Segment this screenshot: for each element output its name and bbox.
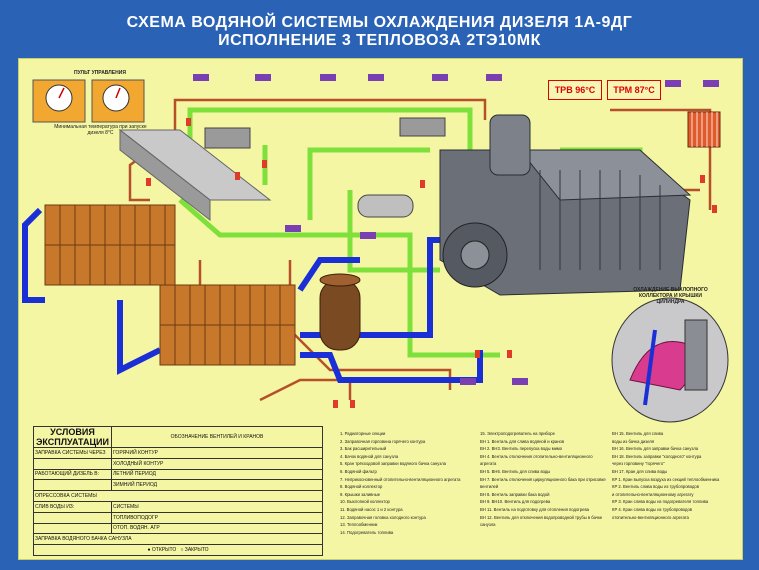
legend-item: 12. Заправочная головка холодного контур… <box>340 514 426 520</box>
legend-item: 14. Подогреватель топлива <box>340 529 394 535</box>
table-row: ОПРЕССОВКА СИСТЕМЫ <box>33 490 323 502</box>
filter-box <box>399 117 446 137</box>
title-line-2: ИСПОЛНЕНИЕ 3 ТЕПЛОВОЗА 2ТЭ10МК <box>218 32 541 49</box>
legend-item: 1. Радиаторные секции <box>340 431 386 436</box>
legend-item: КР 1. Кран выпуска воздуха из секций теп… <box>612 476 720 482</box>
row-label: СЛИВ ВОДЫ ИЗ: <box>33 500 112 513</box>
legend-item: ВН 8. Вентиль заправки бака водой <box>480 491 550 497</box>
legend-item: 13. Теплообменник <box>340 522 378 528</box>
legend-item: 10. Выхлопной коллектор <box>340 499 390 505</box>
table-row: РАБОТАЮЩИЙ ДИЗЕЛЬ В: ЛЕТНИЙ ПЕРИОД <box>33 468 323 481</box>
row-label: РАБОТАЮЩИЙ ДИЗЕЛЬ В: <box>33 468 112 481</box>
legend-item: ВН 5. ВН6. Вентиль для слива воды <box>480 468 551 474</box>
legend-item: 6. Водяной фильтр <box>340 468 377 474</box>
legend-item: ВН 7. Вентиль отключения циркуляционного… <box>480 476 606 490</box>
temp-trm: ТРМ 87°С <box>607 80 661 100</box>
table-row: ЗИМНИЙ ПЕРИОД <box>33 479 323 492</box>
legend-item: отопительно-вентиляционного агрегата <box>612 514 689 520</box>
control-panel <box>32 79 145 123</box>
valve-markers <box>146 118 717 408</box>
legend-item: 7. Неприкосновенный отопительно-вентиляц… <box>340 476 461 482</box>
table-row: ЗАПРАВКА ВОДЯНОГО БАЧКА САНУЗЛА <box>33 533 323 546</box>
poster-title: СХЕМА ВОДЯНОЙ СИСТЕМЫ ОХЛАЖДЕНИЯ ДИЗЕЛЯ … <box>0 14 759 50</box>
radiator-lower <box>159 284 296 366</box>
min-temp-note: Минимальная температура при запуске дизе… <box>54 124 147 136</box>
legend-item: ВН 1. Вентиль для слива водяной и кранов <box>480 438 565 444</box>
legend-column-1: 1. Радиаторные секции 2. Заправочная гор… <box>340 430 470 536</box>
diesel-engine <box>439 114 692 296</box>
water-tank <box>204 127 251 149</box>
exhaust-caption: ОХЛАЖДЕНИЕ ВЫХЛОПНОГО КОЛЛЕКТОРА И КРЫШК… <box>633 287 708 305</box>
radiator-upper <box>44 204 176 286</box>
legend-item: 11. Водяной насос 1 и 2 контура <box>340 506 403 512</box>
fuel-heater <box>357 194 414 218</box>
legend-item: 5. Кран трёхходовой заправки водяного ба… <box>340 461 447 467</box>
legend-item: 8. Водяной коллектор <box>340 484 383 490</box>
valves-header: ОБОЗНАЧЕНИЕ ВЕНТИЛЕЙ И КРАНОВ <box>111 426 323 448</box>
legend-open: ОТКРЫТО <box>151 547 177 554</box>
row-sub: ЛЕТНИЙ ПЕРИОД <box>111 468 323 481</box>
legend-item: через горловину "горячего" <box>612 461 665 467</box>
legend-item: КР 4. Кран слива воды из трубопроводов <box>612 506 693 512</box>
exhaust-inset <box>611 297 729 423</box>
legend-item: ВН 15. Вентиль для слива <box>612 431 664 436</box>
legend-item: ВН 11. Вентиль на подготовку для отоплен… <box>480 506 589 512</box>
table-row: ТОПЛИВОПОДОГР <box>33 511 323 524</box>
legend-item: ВН 9. ВН10. Вентиль для подогрева <box>480 499 551 505</box>
row-label: ЗАПРАВКА ВОДЯНОГО БАЧКА САНУЗЛА <box>33 533 323 546</box>
temp-trv: ТРВ 96°С <box>548 80 602 100</box>
legend-item: 2. Заправочная горловина горячего контур… <box>340 438 426 444</box>
legend-item: ВН 2. ВН3. Вентиль перепуска воды мимо <box>480 446 563 452</box>
legend-item: КР 3. Кран слива воды из подогревателя т… <box>612 499 709 505</box>
legend-item: 4. Бачок водяной для санузла <box>340 453 399 459</box>
legend-closed: ЗАКРЫТО <box>184 547 209 554</box>
legend-item: и отопительно-вентиляционному агрегату <box>612 491 694 497</box>
legend-item: ВН 18. Вентиль заправки "холодного" конт… <box>612 453 702 459</box>
legend-item: КР 2. Вентиль слива воды из трубопроводо… <box>612 484 699 490</box>
heat-exchanger <box>319 273 361 351</box>
row-sub: ЗИМНИЙ ПЕРИОД <box>111 479 323 492</box>
row-sub: ГОРЯЧИЙ КОНТУР <box>111 447 323 459</box>
row-label: ОПРЕССОВКА СИСТЕМЫ <box>33 490 323 502</box>
legend-item: ВН 16. Вентиль для заправки бачка санузл… <box>612 446 699 452</box>
row-sub: СИСТЕМЫ <box>111 500 323 513</box>
table-row: ХОЛОДНЫЙ КОНТУР <box>33 457 323 470</box>
legend-item: ВН 17. Кран для слива воды <box>612 468 668 474</box>
table-row: СЛИВ ВОДЫ ИЗ: СИСТЕМЫ <box>33 500 323 513</box>
legend-item: ВН 12. Вентиль для отключения водопровод… <box>480 514 603 528</box>
table-legend-row: ● ОТКРЫТО ○ ЗАКРЫТО <box>33 544 323 556</box>
legend-item: 9. Крышки заливные <box>340 491 381 497</box>
legend-item: ВН 4. Вентиль отключения отопительно-вен… <box>480 453 593 467</box>
control-panel-label: ПУЛЬТ УПРАВЛЕНИЯ <box>74 70 126 76</box>
legend-item: 15. Электроподогреватель на приборе <box>480 431 555 436</box>
row-sub: ОТОП. ВОДЯН. АГР <box>111 522 323 535</box>
row-sub: ХОЛОДНЫЙ КОНТУР <box>111 457 323 470</box>
expansion-tank <box>118 128 272 222</box>
row-label: ЗАПРАВКА СИСТЕМЫ ЧЕРЕЗ <box>33 447 112 459</box>
oil-cooler <box>687 111 721 148</box>
legend-column-3: ВН 15. Вентиль для слива воды из бачка д… <box>612 430 737 521</box>
table-row: ЗАПРАВКА СИСТЕМЫ ЧЕРЕЗ ГОРЯЧИЙ КОНТУР <box>33 447 323 459</box>
legend-column-2: 15. Электроподогреватель на приборе ВН 1… <box>480 430 610 529</box>
table-title: УСЛОВИЯ ЭКСПЛУАТАЦИИ <box>33 426 112 448</box>
row-sub: ТОПЛИВОПОДОГР <box>111 511 323 524</box>
conditions-table: УСЛОВИЯ ЭКСПЛУАТАЦИИ ОБОЗНАЧЕНИЕ ВЕНТИЛЕ… <box>33 426 323 556</box>
table-row: ОТОП. ВОДЯН. АГР <box>33 522 323 535</box>
legend-item: воды из бачка дизеля <box>612 438 655 444</box>
legend-item: 3. Бак расширительный <box>340 446 387 452</box>
valve-tags <box>193 74 719 385</box>
title-line-1: СХЕМА ВОДЯНОЙ СИСТЕМЫ ОХЛАЖДЕНИЯ ДИЗЕЛЯ … <box>126 14 633 31</box>
